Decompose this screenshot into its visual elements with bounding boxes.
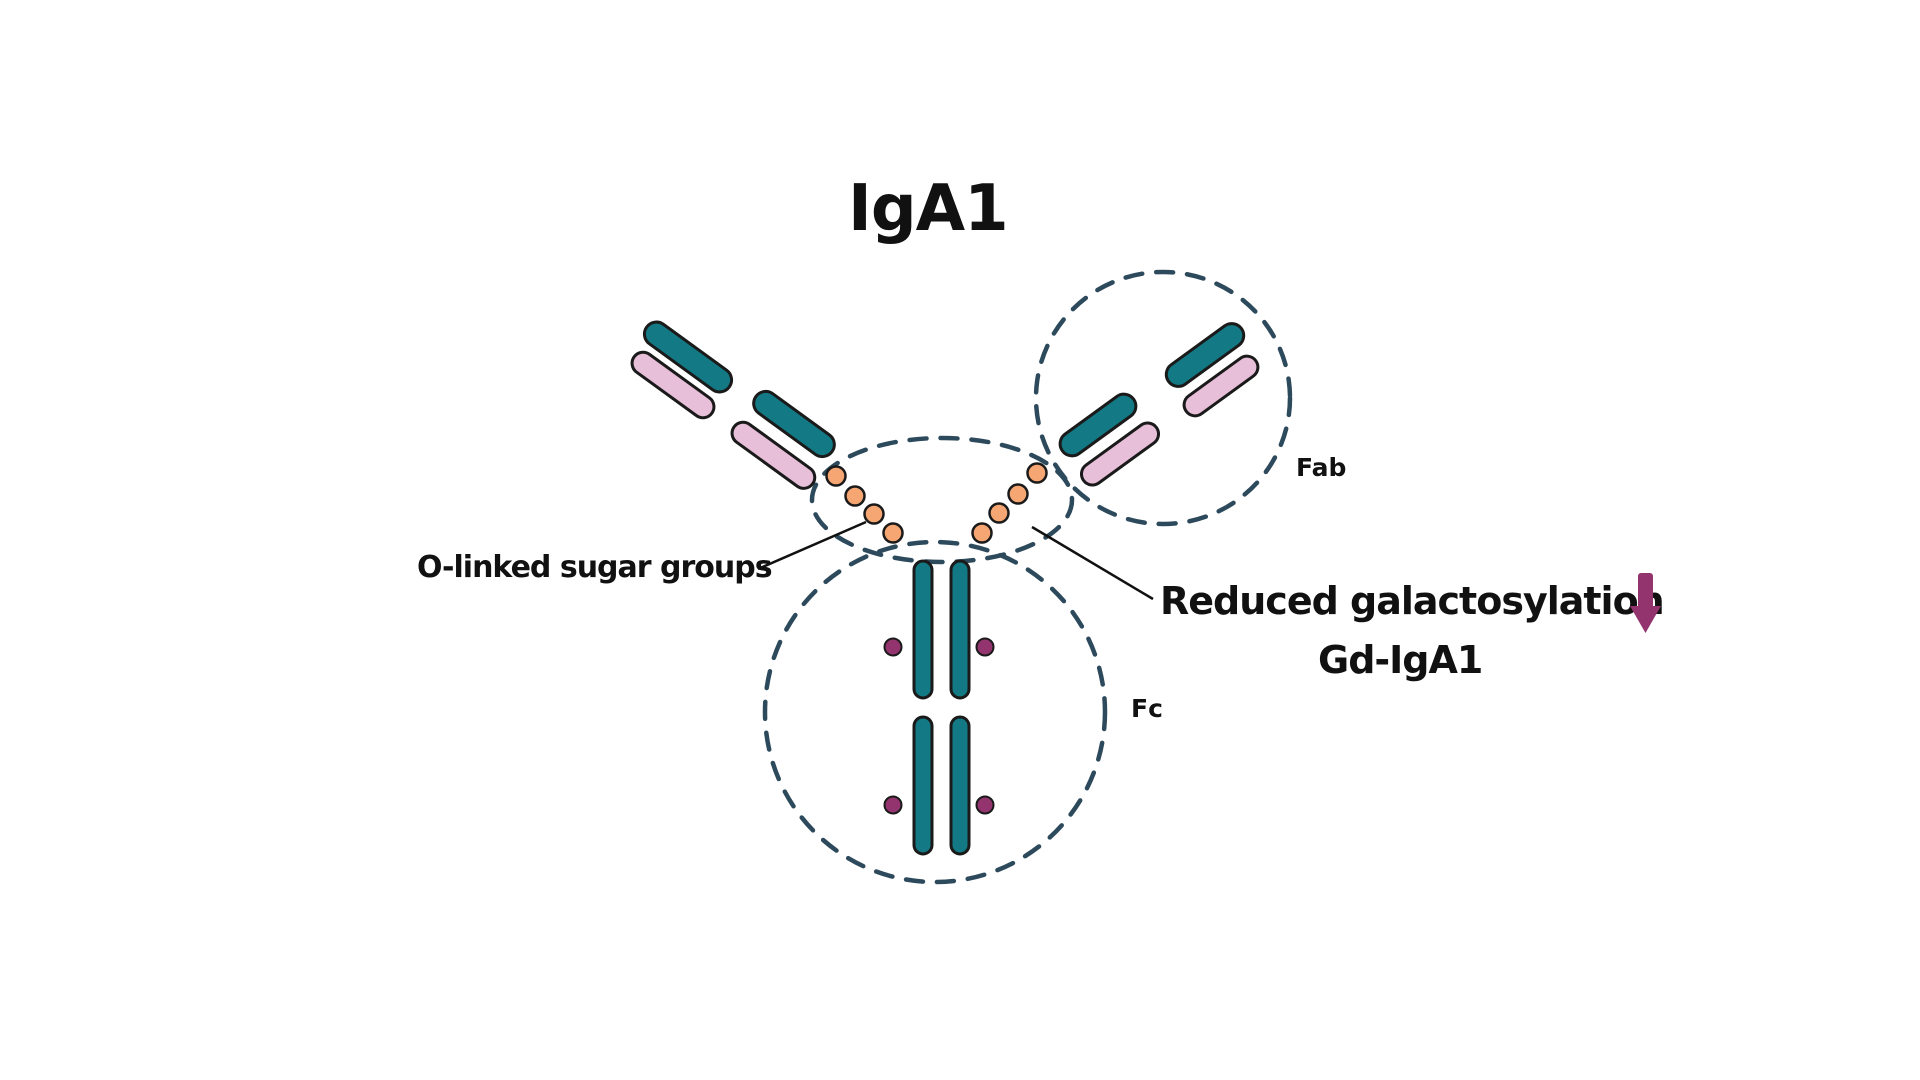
reduced-galactosylation-label: Reduced galactosylation	[1160, 579, 1664, 623]
fc-heavy-chain-ch3-right	[949, 715, 971, 856]
o-glycan-bead	[863, 503, 885, 525]
o-glycan-bead	[988, 502, 1010, 524]
fab-region-circle	[1033, 269, 1293, 527]
gd-iga1-label: Gd-IgA1	[1318, 638, 1482, 682]
o-glycan-bead	[825, 465, 847, 487]
right-heavy-chain-vh	[1164, 322, 1246, 388]
left-heavy-chain-vh	[642, 320, 734, 394]
left-light-chain-cl	[730, 420, 817, 490]
o-linked-leader-line	[757, 520, 867, 571]
left-heavy-chain-ch1	[752, 389, 836, 459]
reduced-leader-line	[1031, 525, 1154, 601]
fc-label: Fc	[1131, 694, 1163, 723]
fc-heavy-chain-ch2-right	[949, 559, 971, 700]
fc-glycan-dot	[975, 795, 995, 815]
o-glycan-bead	[971, 522, 993, 544]
fc-glycan-dot	[975, 637, 995, 657]
o-linked-sugar-label: O-linked sugar groups	[417, 550, 772, 585]
left-light-chain-vl	[630, 350, 716, 420]
fc-glycan-dot	[883, 795, 903, 815]
hinge-region-arc	[809, 435, 1075, 565]
fc-region-circle	[762, 539, 1108, 885]
right-light-chain-vl	[1182, 354, 1260, 418]
o-glycan-bead	[1026, 462, 1048, 484]
fab-label: Fab	[1296, 453, 1346, 482]
right-heavy-chain-ch1	[1058, 392, 1138, 458]
diagram-title: IgA1	[848, 172, 1008, 246]
down-arrow-icon	[1630, 573, 1661, 633]
fc-glycan-dot	[883, 637, 903, 657]
fc-heavy-chain-ch3-left	[912, 715, 934, 856]
o-glycan-bead	[1007, 483, 1029, 505]
o-glycan-bead	[882, 522, 904, 544]
fc-heavy-chain-ch2-left	[912, 559, 934, 700]
o-glycan-bead	[844, 485, 866, 507]
right-light-chain-cl	[1079, 421, 1161, 487]
